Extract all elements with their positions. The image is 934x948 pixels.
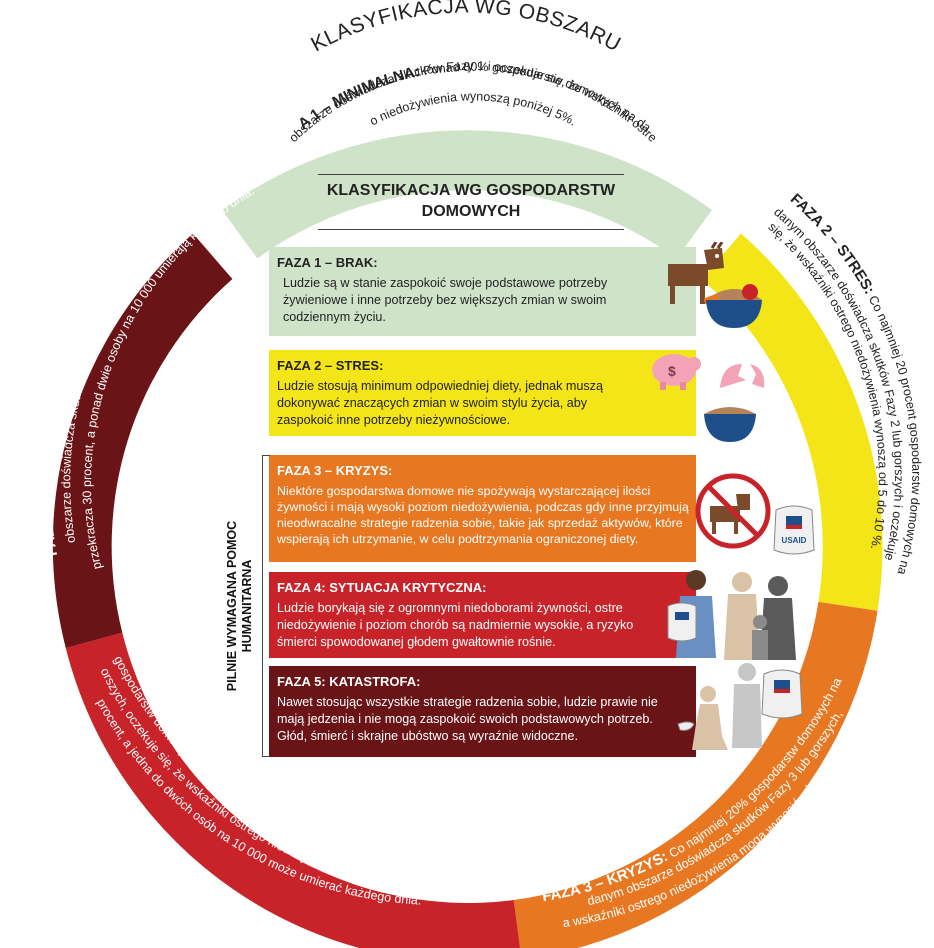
ring-sector-phase1 bbox=[222, 130, 712, 259]
household-phase3-box: FAZA 3 – KRYZYS: Niektóre gospodarstwa d… bbox=[269, 455, 696, 562]
household-phase3-text: Niektóre gospodarstwa domowe nie spożywa… bbox=[277, 484, 689, 546]
urgent-label: PILNIE WYMAGANA POMOC HUMANITARNA bbox=[225, 520, 254, 692]
outer-title: KLASYFIKACJA WG OBSZARU bbox=[307, 0, 624, 56]
standing-person-icon bbox=[732, 663, 762, 748]
ring-sector-phase2 bbox=[701, 233, 883, 611]
aid-sack-icon-2 bbox=[761, 669, 803, 719]
piggy-bank-icon: $ bbox=[652, 354, 701, 390]
kneeling-person-icon bbox=[677, 686, 728, 750]
household-phase1-title: FAZA 1 – BRAK: bbox=[277, 255, 378, 270]
food-bowl-icon bbox=[704, 284, 762, 328]
broken-piggy-bank-icon bbox=[720, 364, 765, 388]
household-phase4-title: FAZA 4: SYTUACJA KRYTYCZNA: bbox=[277, 580, 487, 595]
household-phase5-text: Nawet stosując wszystkie strategie radze… bbox=[277, 695, 658, 743]
goat-icon bbox=[668, 242, 724, 304]
family-icon bbox=[724, 572, 796, 660]
person-with-aid-icon bbox=[667, 570, 716, 658]
urgent-bracket bbox=[262, 455, 270, 757]
no-livestock-icon bbox=[695, 473, 771, 549]
ring-sector-phase5 bbox=[52, 233, 233, 649]
ring-sector-phase3 bbox=[513, 601, 878, 948]
inner-title: KLASYFIKACJA WG GOSPODARSTW DOMOWYCH bbox=[326, 182, 616, 220]
title-rule-top bbox=[318, 174, 624, 175]
household-phase5-box: FAZA 5: KATASTROFA: Nawet stosując wszys… bbox=[269, 666, 696, 757]
household-phase2-title: FAZA 2 – STRES: bbox=[277, 358, 384, 373]
svg-text:$: $ bbox=[668, 363, 676, 379]
aid-sack-icon: USAID bbox=[773, 505, 815, 555]
household-phase2-text: Ludzie stosują minimum odpowiedniej diet… bbox=[277, 379, 603, 427]
usaid-label: USAID bbox=[782, 536, 807, 545]
household-phase2-box: FAZA 2 – STRES: Ludzie stosują minimum o… bbox=[269, 350, 696, 436]
household-phase3-title: FAZA 3 – KRYZYS: bbox=[277, 463, 393, 478]
food-bowl-icon-2 bbox=[704, 407, 756, 442]
household-phase4-text: Ludzie borykają się z ogromnymi niedobor… bbox=[277, 601, 634, 649]
ring-sector-phase4 bbox=[65, 632, 521, 948]
household-phase5-title: FAZA 5: KATASTROFA: bbox=[277, 674, 421, 689]
household-phase1-text: Ludzie są w stanie zaspokoić swoje podst… bbox=[283, 276, 608, 324]
title-rule-bottom bbox=[318, 229, 624, 230]
area-phase1-line3: o niedożywienia wynoszą poniżej 5%. bbox=[367, 89, 578, 128]
household-phase1-box: FAZA 1 – BRAK: Ludzie są w stanie zaspok… bbox=[269, 247, 696, 336]
household-phase4-box: FAZA 4: SYTUACJA KRYTYCZNA: Ludzie boryk… bbox=[269, 572, 696, 658]
